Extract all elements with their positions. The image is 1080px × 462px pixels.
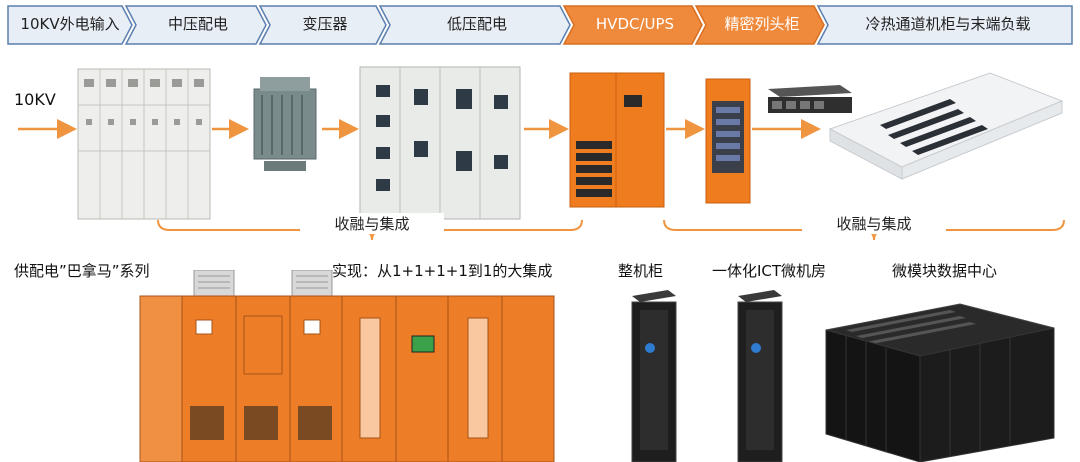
product-label-micro-module: 微模块数据中心 <box>892 262 998 280</box>
step-5-shape <box>562 5 703 45</box>
left-brace-label: 收融与集成 <box>300 213 444 234</box>
step-6-shape <box>694 5 825 45</box>
step-4-shape <box>378 5 571 45</box>
step-3-shape <box>258 5 387 45</box>
medium-voltage-switchgear-image <box>77 68 211 220</box>
step-5-label: HVDC/UPS <box>595 15 675 33</box>
product-label-cabinet: 整机柜 <box>618 262 664 280</box>
right-brace-label: 收融与集成 <box>802 213 946 234</box>
ict-micro-room-image <box>737 290 783 462</box>
step-1-label: 10KV外电输入 <box>20 15 120 33</box>
step-7-label: 冷热通道机柜与末端负载 <box>865 15 1031 33</box>
step-3-label: 变压器 <box>302 15 348 33</box>
process-flow-bar <box>7 5 1073 45</box>
data-hall-image <box>828 72 1064 180</box>
bottom-illustrations <box>139 270 1055 462</box>
product-label-ict-room: 一体化ICT微机房 <box>712 262 827 280</box>
step-1-shape <box>7 5 133 45</box>
rack-unit-device-image <box>768 85 852 113</box>
precision-column-cabinet-image <box>705 78 751 204</box>
equipment-row <box>18 66 1064 220</box>
integration-label: 实现：从1+1+1+1到1的大集成 <box>332 262 553 280</box>
transformer-image <box>253 77 317 171</box>
input-voltage-label: 10KV <box>14 90 56 109</box>
brace-layer <box>157 219 1065 241</box>
whole-cabinet-image <box>631 290 677 462</box>
micro-module-datacenter-image <box>825 303 1055 462</box>
step-4-label: 低压配电 <box>446 15 507 33</box>
left-group-brace <box>157 219 583 241</box>
step-7-shape <box>816 5 1073 45</box>
right-group-brace <box>663 219 1065 241</box>
low-voltage-distribution-image <box>359 66 521 220</box>
step-2-label: 中压配电 <box>167 15 228 33</box>
series-label: 供配电”巴拿马”系列 <box>14 262 150 280</box>
step-2-shape <box>124 5 267 45</box>
hvdc-ups-cabinet-image <box>569 72 665 208</box>
step-6-label: 精密列头柜 <box>724 15 800 33</box>
panama-series-switchgear-image <box>139 270 555 462</box>
